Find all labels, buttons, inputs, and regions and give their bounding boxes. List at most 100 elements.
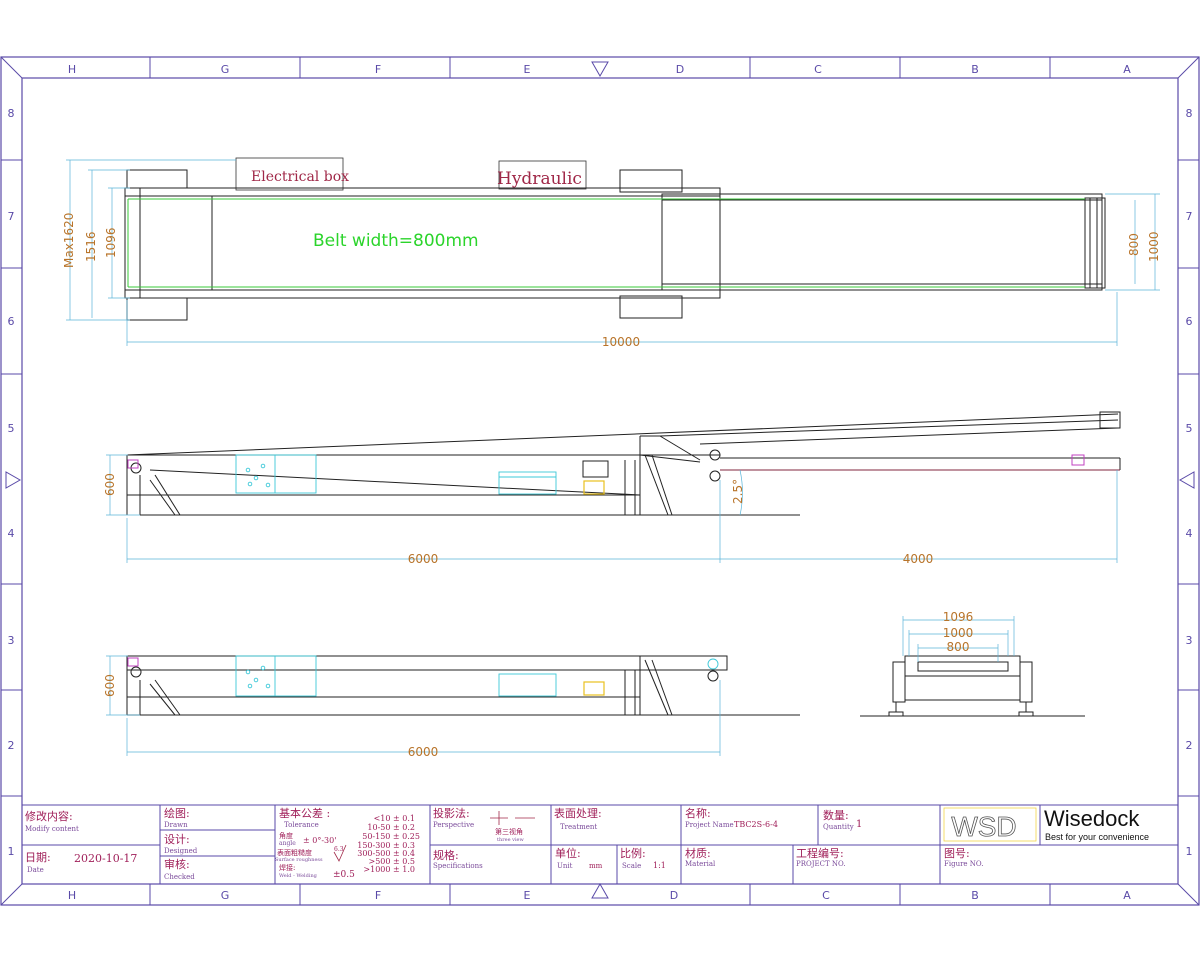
project-name-en: Project Name (685, 821, 734, 829)
title-block: 修改内容: Modify content 日期: Date 2020-10-17… (22, 804, 1178, 884)
zone-bottom-f: F (375, 889, 381, 902)
quantity-en: Quantity (823, 823, 854, 831)
roughness-symbol-icon (333, 844, 347, 862)
quantity-cn: 数量: (823, 809, 849, 822)
drawn-cn: 绘图: (164, 806, 190, 820)
drawn-en: Drawn (164, 821, 188, 829)
checked-cn: 审核: (164, 857, 190, 871)
tolerance-row: >500 ± 0.5 (369, 857, 415, 866)
zone-top-h: H (68, 63, 76, 76)
zone-left-3: 3 (8, 634, 15, 647)
zone-bottom-h: H (68, 889, 76, 902)
zone-left-2: 2 (8, 739, 15, 752)
designed-en: Designed (164, 847, 198, 855)
dim-base-6000-retracted: 6000 (408, 745, 439, 759)
dim-max-width: Max1620 (62, 213, 76, 268)
zone-left-8: 8 (8, 107, 15, 120)
tolerance-row: 50-150 ± 0.25 (362, 832, 420, 841)
dim-base-6000: 6000 (408, 552, 439, 566)
electrical-box-callout: Electrical box (251, 169, 349, 185)
zone-top-a: A (1123, 63, 1131, 76)
checked-en: Checked (164, 873, 195, 881)
project-no-en: PROJECT NO. (796, 860, 846, 868)
zone-left-6: 6 (8, 315, 15, 328)
spec-cn: 规格: (433, 848, 459, 862)
material-en: Material (685, 860, 716, 868)
zone-right-4: 4 (1186, 527, 1193, 540)
hydraulic-callout-frame (498, 160, 587, 190)
electrical-box-callout-frame (235, 157, 344, 191)
logo-frame (943, 807, 1037, 842)
sheet-frame (0, 56, 1200, 906)
dim-frame-1000: 1000 (1147, 231, 1161, 262)
zone-top-d: D (676, 63, 684, 76)
figure-no-en: Figure NO. (944, 860, 983, 868)
zone-left-7: 7 (8, 210, 15, 223)
dim-incline-angle: 2.5° (731, 479, 745, 504)
dim-extension-4000: 4000 (903, 552, 934, 566)
zone-right-3: 3 (1186, 634, 1193, 647)
zone-top-c: C (814, 63, 822, 76)
material-cn: 材质: (685, 846, 711, 860)
angle-value: ± 0°-30' (303, 836, 336, 845)
zone-right-1: 1 (1186, 845, 1193, 858)
unit-value: mm (589, 862, 603, 870)
hydraulic-callout: Hydraulic (497, 169, 582, 189)
zone-left-4: 4 (8, 527, 15, 540)
zone-right-7: 7 (1186, 210, 1193, 223)
modify-content-cn: 修改内容: (25, 809, 73, 823)
surface-roughness-value: 6.3 (334, 846, 344, 853)
zone-bottom-e: E (524, 889, 531, 902)
surface-roughness-cn: 表面粗糙度 (277, 848, 312, 857)
scale-cn: 比例: (620, 846, 646, 860)
scale-en: Scale (622, 862, 641, 870)
modify-content-en: Modify content (25, 825, 79, 833)
scale-value: 1:1 (653, 861, 666, 870)
brand-tagline: Best for your convenience (1045, 832, 1149, 842)
treatment-cn: 表面处理: (554, 806, 602, 820)
zone-top-g: G (221, 63, 230, 76)
zone-left-5: 5 (8, 422, 15, 435)
unit-cn: 单位: (555, 846, 581, 860)
tolerance-row: 10-50 ± 0.2 (367, 823, 415, 832)
tolerance-row: 150-300 ± 0.3 (357, 841, 415, 850)
unit-en: Unit (557, 862, 573, 870)
designed-cn: 设计: (164, 833, 190, 846)
third-angle-cn: 第三视角 (495, 827, 523, 836)
dim-end-1000: 1000 (943, 626, 974, 640)
end-view: 1096 1000 800 (860, 610, 1085, 717)
weld-value: ±0.5 (333, 870, 355, 880)
brand-name: Wisedock (1044, 806, 1140, 831)
angle-cn: 角度 (279, 831, 293, 840)
zone-right-6: 6 (1186, 315, 1193, 328)
project-name-value: TBC2S-6-4 (734, 820, 778, 829)
zone-bottom-b: B (971, 889, 979, 902)
weld-en: Weld - Welding (279, 873, 318, 879)
dim-height-600: 600 (103, 473, 117, 496)
zone-bottom-g: G (221, 889, 230, 902)
surface-roughness-en: Surface roughness (275, 857, 323, 863)
zone-bottom-a: A (1123, 889, 1131, 902)
zone-right-8: 8 (1186, 107, 1193, 120)
zone-right-2: 2 (1186, 739, 1193, 752)
zone-bottom-c: C (822, 889, 830, 902)
belt-width-label: Belt width=800mm (313, 231, 479, 251)
tolerance-row: >1000 ± 1.0 (363, 865, 415, 874)
zone-left-1: 1 (8, 845, 15, 858)
dim-end-1096: 1096 (943, 610, 974, 624)
zone-top-f: F (375, 63, 381, 76)
zone-top-e: E (524, 63, 531, 76)
dim-belt-800: 800 (1127, 233, 1141, 256)
dim-height-600-retracted: 600 (103, 674, 117, 697)
side-view-retracted: 600 6000 (103, 655, 800, 759)
project-name-cn: 名称: (685, 806, 711, 820)
zone-top-b: B (971, 63, 979, 76)
zone-right-5: 5 (1186, 422, 1193, 435)
angle-en: angle (279, 840, 296, 847)
spec-en: Specifications (433, 862, 483, 870)
zone-bottom-d: D (670, 889, 678, 902)
date-cn: 日期: (25, 851, 51, 864)
top-view: Electrical box Hydraulic (62, 157, 1161, 349)
side-view-extended: 600 2.5° 6000 4000 (103, 411, 1121, 566)
third-angle-projection-icon (490, 811, 535, 825)
